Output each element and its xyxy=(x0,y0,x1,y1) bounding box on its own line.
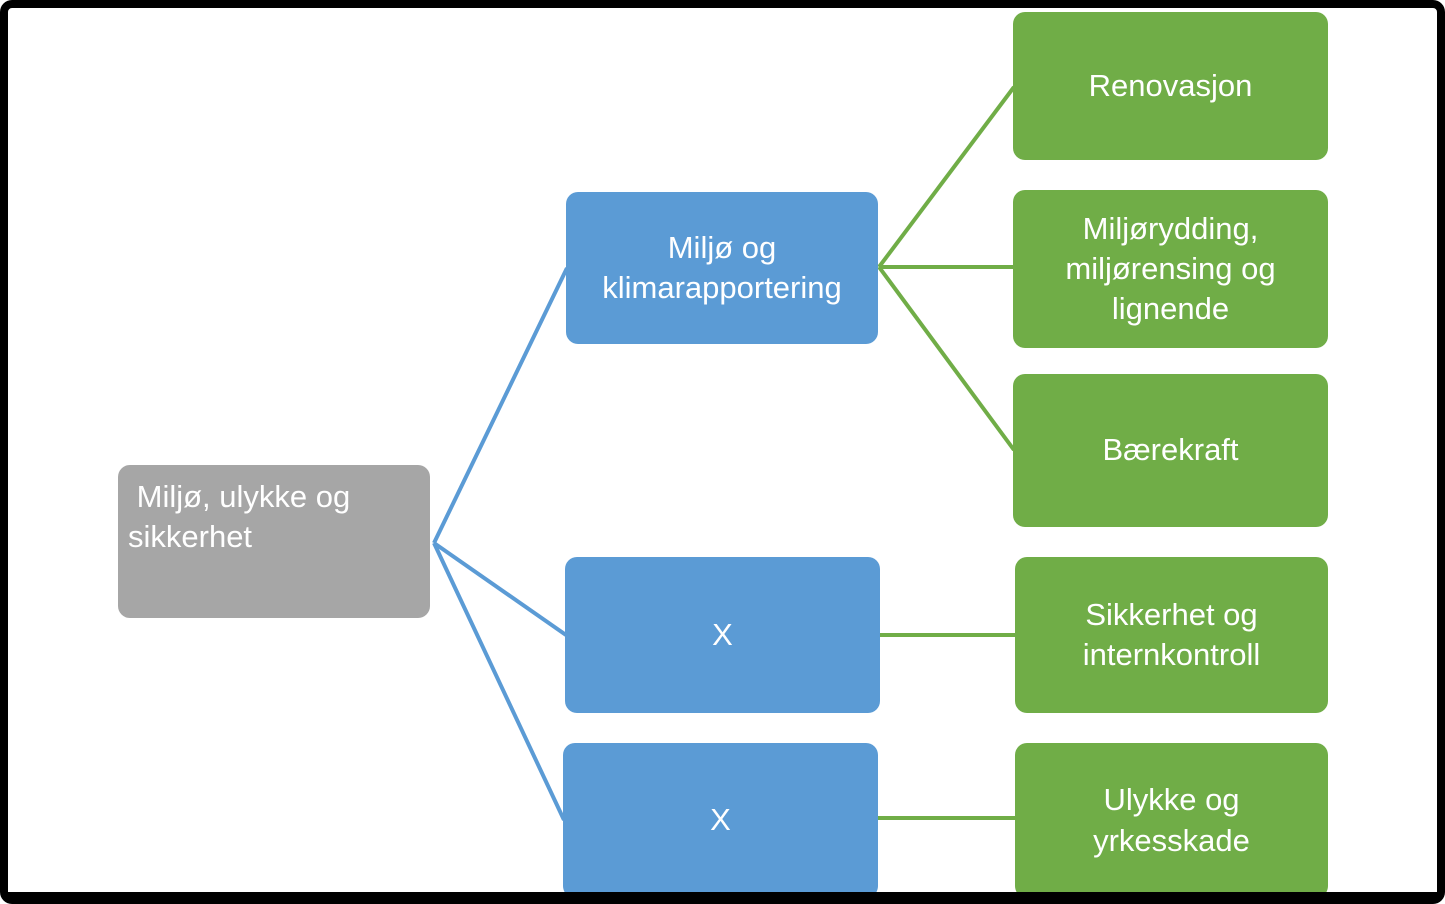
connector-to-baerekraft xyxy=(877,265,1016,452)
node-x-middle[interactable]: X xyxy=(565,557,880,713)
node-ulykke-og-yrkesskade[interactable]: Ulykke og yrkesskade xyxy=(1015,743,1328,892)
connector-root-to-klimarapportering xyxy=(432,267,569,544)
node-label: X xyxy=(712,616,733,652)
node-miljorydding[interactable]: Miljørydding, miljørensing og lignende xyxy=(1013,190,1328,348)
node-label: Sikkerhet og internkontroll xyxy=(1082,596,1261,672)
node-baerekraft[interactable]: Bærekraft xyxy=(1013,374,1328,527)
node-renovasjon[interactable]: Renovasjon xyxy=(1013,12,1328,160)
node-label: Renovasjon xyxy=(1088,67,1253,103)
connector-to-renovasjon xyxy=(877,85,1016,269)
node-label: Bærekraft xyxy=(1102,432,1239,468)
connector-root-to-x1 xyxy=(432,541,568,637)
node-label: Miljørydding, miljørensing og lignende xyxy=(1065,210,1276,327)
node-root[interactable]: Miljø, ulykke og sikkerhet xyxy=(118,465,430,618)
node-root-label: Miljø, ulykke og sikkerhet xyxy=(128,479,351,555)
node-label: Miljø og klimarapportering xyxy=(602,229,842,305)
connector-root-to-x2 xyxy=(432,542,566,821)
node-label: Ulykke og yrkesskade xyxy=(1093,782,1250,858)
node-x-bottom[interactable]: X xyxy=(563,743,878,892)
node-sikkerhet-og-internkontroll[interactable]: Sikkerhet og internkontroll xyxy=(1015,557,1328,713)
node-label: X xyxy=(710,802,731,838)
node-miljo-og-klimarapportering[interactable]: Miljø og klimarapportering xyxy=(566,192,878,344)
